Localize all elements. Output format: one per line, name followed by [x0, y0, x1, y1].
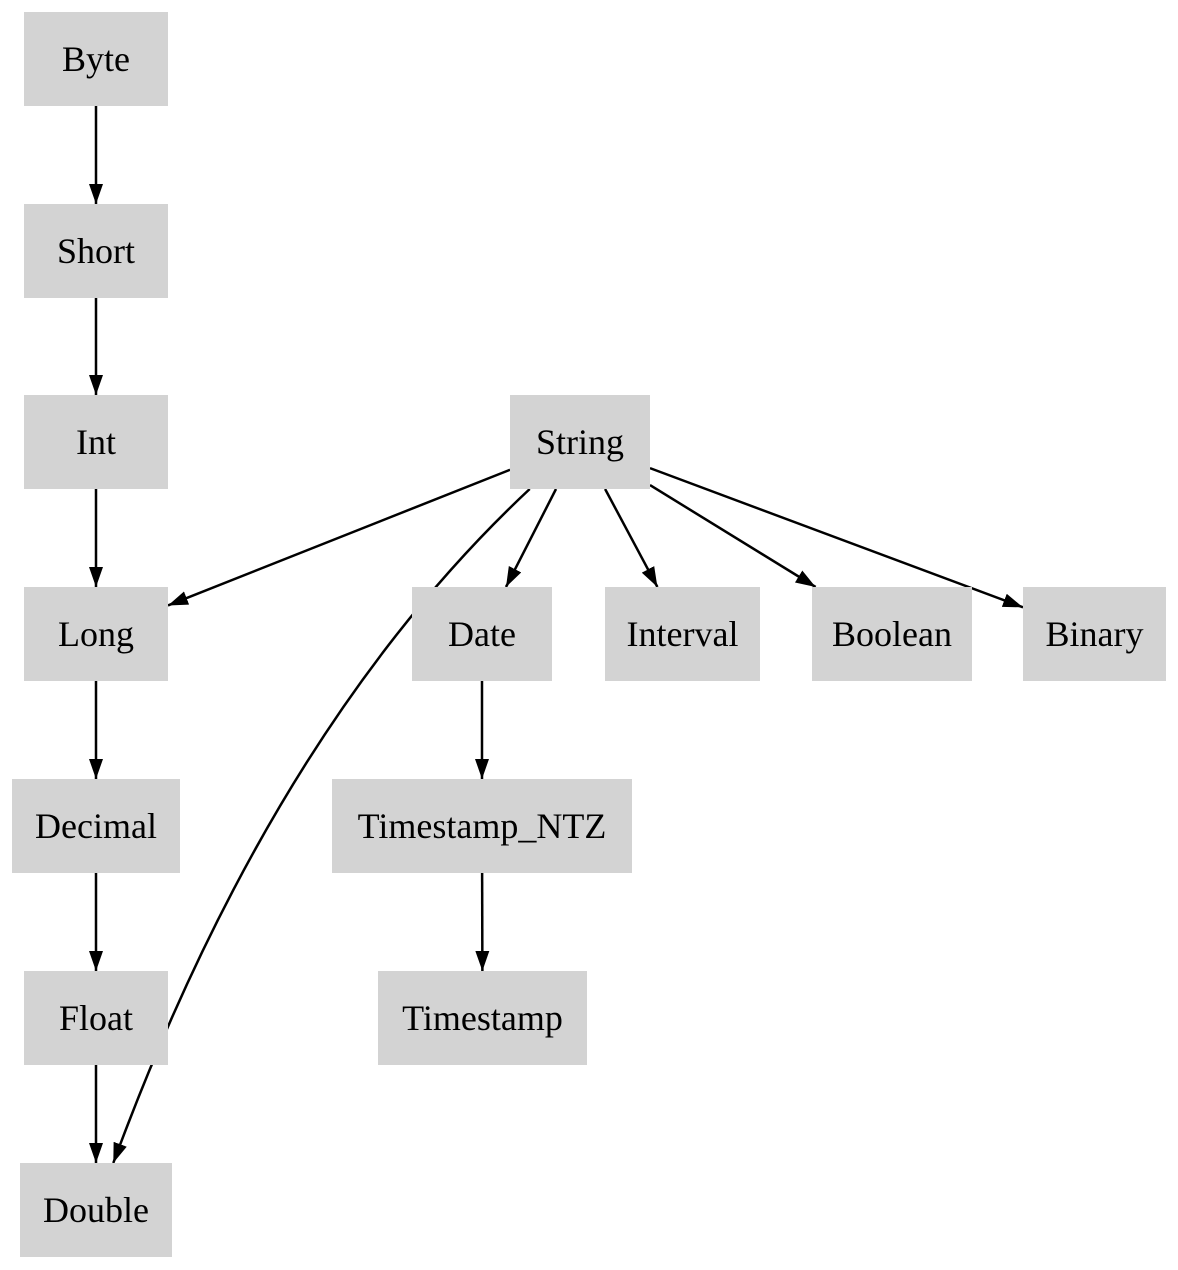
node-timestamp: Timestamp: [378, 971, 587, 1065]
node-string: String: [510, 395, 650, 489]
node-date: Date: [412, 587, 552, 681]
edge-string-to-boolean: [649, 484, 817, 589]
node-timestamp-ntz: Timestamp_NTZ: [332, 779, 632, 873]
node-byte: Byte: [24, 12, 168, 106]
node-long: Long: [24, 587, 168, 681]
node-short: Short: [24, 204, 168, 298]
node-double: Double: [20, 1163, 172, 1257]
node-decimal: Decimal: [12, 779, 180, 873]
edge-string-to-date: [504, 488, 558, 588]
node-float: Float: [24, 971, 168, 1065]
node-int: Int: [24, 395, 168, 489]
node-boolean: Boolean: [812, 587, 972, 681]
edge-string-to-interval: [603, 488, 659, 588]
edge-string-to-long: [167, 468, 511, 607]
node-interval: Interval: [605, 587, 760, 681]
node-binary: Binary: [1023, 587, 1166, 681]
